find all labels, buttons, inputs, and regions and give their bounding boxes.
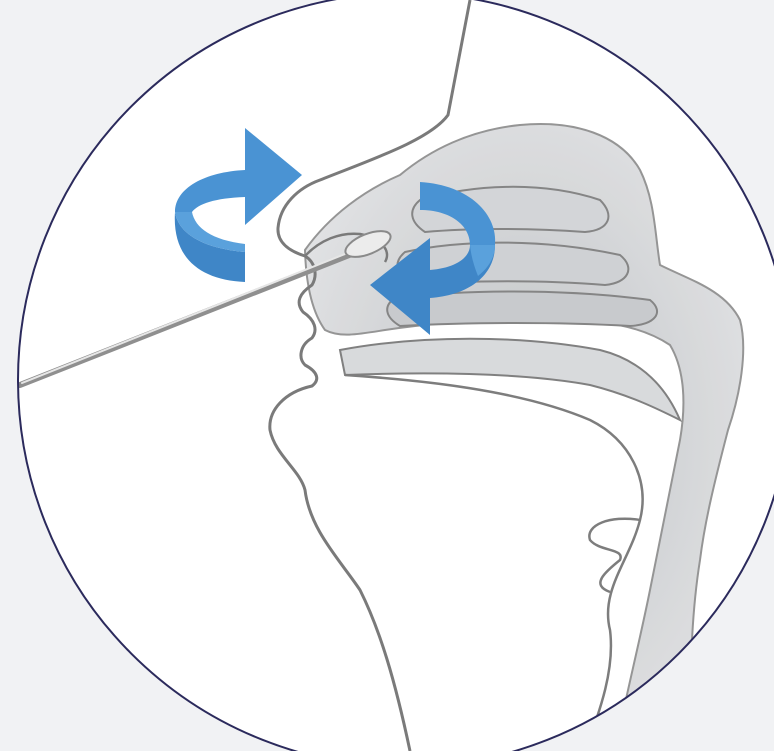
nasal-swab-illustration: [0, 0, 774, 751]
